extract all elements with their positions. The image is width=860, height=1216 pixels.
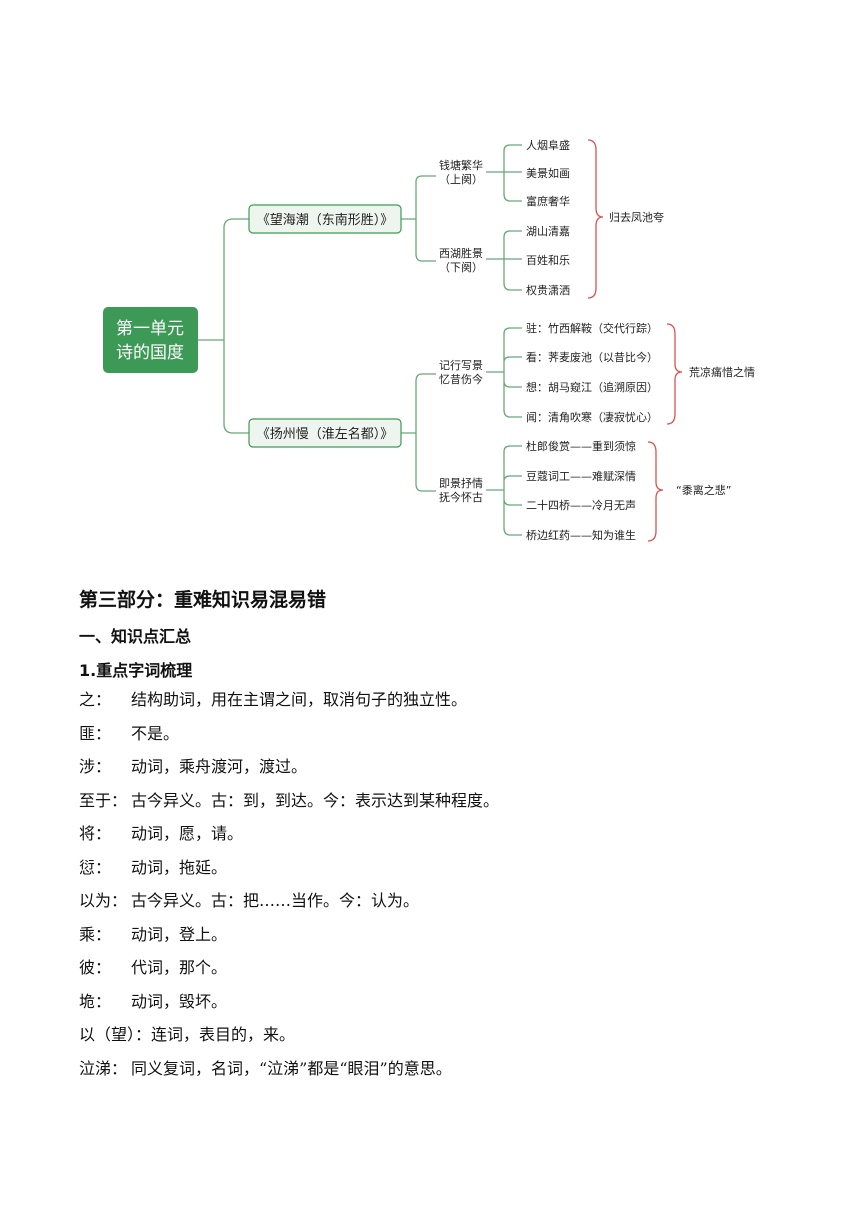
vocab-term: 至于： [79, 790, 128, 810]
leaf: 想：胡马窥江（追溯原因） [526, 380, 658, 394]
vocab-entry: 泣涕：同义复词，名词，“泣涕”都是“眼泪”的意思。 [79, 1052, 779, 1086]
vocab-term: 之： [79, 690, 112, 709]
vocab-definition: 连词，表目的，来。 [151, 1025, 296, 1044]
vocab-definition: 不是。 [131, 723, 180, 743]
vocab-entry: 乘： 动词，登上。 [79, 918, 779, 952]
mind-map-connectors [198, 144, 522, 536]
vocab-term: 以（望）： [79, 1025, 152, 1044]
leaf: 美景如画 [526, 166, 570, 180]
vocab-definition: 结构助词，用在主谓之间，取消句子的独立性。 [131, 690, 468, 709]
leaf: 人烟阜盛 [526, 138, 570, 152]
poem2-branch2-label: 即景抒情抚今怀古 [439, 476, 483, 504]
vocab-term: 彼： [79, 958, 112, 977]
vocab-entry: 之： 结构助词，用在主谓之间，取消句子的独立性。 [79, 683, 779, 717]
root-label-line2: 诗的国度 [116, 343, 184, 363]
summary-poem2-branch1: 荒凉痛惜之情 [689, 365, 755, 379]
vocab-definition: 动词，乘舟渡河，渡过。 [131, 757, 308, 776]
poem2-node [248, 418, 402, 448]
leaf: 杜郎俊赏——重到须惊 [526, 439, 636, 453]
leaf: 闻：清角吹寒（凄寂忧心） [526, 410, 658, 424]
vocab-definition: 动词，愿，请。 [131, 824, 244, 843]
vocab-term: 泣涕： [79, 1058, 128, 1078]
vocab-entry: 涉： 动词，乘舟渡河，渡过。 [79, 750, 779, 784]
root-label-line1: 第一单元 [116, 319, 184, 339]
poem1-branch1-label: 钱塘繁华（上阕） [439, 158, 483, 186]
poem1-branch2-label: 西湖胜景（下阕） [439, 246, 483, 274]
vocab-entry: 以（望）：连词，表目的，来。 [79, 1018, 779, 1052]
vocab-term: 垝： [79, 991, 112, 1011]
leaf: 百姓和乐 [526, 253, 570, 267]
leaf: 看：荠麦废池（以昔比今） [526, 350, 658, 364]
vocab-entry: 以为：古今异义。古：把……当作。今：认为。 [79, 884, 779, 918]
leaf: 驻：竹西解鞍（交代行踪） [526, 321, 658, 335]
leaf: 二十四桥——冷月无声 [526, 498, 636, 512]
mind-map: 第一单元 诗的国度 《望海潮（东南形胜）》 《扬州慢（淮左名都）》 钱塘繁华（上… [103, 138, 755, 542]
subsection-title: 1.重点字词梳理 [79, 661, 193, 680]
root-node [103, 307, 198, 373]
vocab-definition: 同义复词，名词，“泣涕”都是“眼泪”的意思。 [131, 1058, 452, 1078]
vocab-list: 之： 结构助词，用在主谓之间，取消句子的独立性。匪： 不是。涉： 动词，乘舟渡河，渡过… [79, 683, 779, 1085]
summary-poem1: 归去凤池夸 [609, 210, 664, 224]
brace-poem2-branch2 [647, 441, 664, 542]
vocab-definition: 动词，毁坏。 [131, 991, 228, 1011]
poem1-title: 《望海潮（东南形胜）》 [257, 212, 394, 228]
vocab-entry: 愆： 动词，拖延。 [79, 851, 779, 885]
section-title: 一、知识点汇总 [79, 627, 192, 646]
vocab-term: 匪： [79, 723, 112, 743]
leaf: 湖山清嘉 [526, 224, 570, 238]
brace-poem1 [587, 139, 604, 299]
vocab-term: 以为： [79, 891, 128, 910]
summary-poem2-branch2: “黍离之悲” [676, 483, 731, 497]
vocab-term: 涉： [79, 757, 112, 776]
vocab-definition: 古今异义。古：到，到达。今：表示达到某种程度。 [131, 790, 500, 810]
leaf: 富庶奢华 [526, 194, 570, 208]
vocab-definition: 动词，拖延。 [131, 857, 228, 877]
poem2-title: 《扬州慢（淮左名都）》 [257, 426, 394, 442]
vocab-term: 将： [79, 824, 112, 843]
vocab-entry: 垝： 动词，毁坏。 [79, 985, 779, 1019]
poem2-branch1-label: 记行写景忆昔伤今 [439, 359, 483, 386]
vocab-entry: 匪： 不是。 [79, 717, 779, 751]
vocab-definition: 动词，登上。 [131, 924, 228, 944]
leaf: 桥边红药——知为谁生 [526, 528, 636, 542]
brace-poem2-branch1 [666, 323, 683, 425]
document-body: 第三部分：重难知识易混易错 一、知识点汇总 1.重点字词梳理 之： 结构助词，用在… [79, 585, 779, 1085]
vocab-term: 乘： [79, 924, 112, 944]
vocab-definition: 古今异义。古：把……当作。今：认为。 [131, 891, 420, 910]
poem1-node [248, 204, 402, 234]
part-title: 第三部分：重难知识易混易错 [79, 589, 327, 611]
leaf: 豆蔻词工——难赋深情 [526, 470, 636, 483]
vocab-definition: 代词，那个。 [131, 958, 228, 977]
vocab-entry: 至于：古今异义。古：到，到达。今：表示达到某种程度。 [79, 784, 779, 818]
vocab-entry: 彼： 代词，那个。 [79, 951, 779, 985]
vocab-term: 愆： [79, 857, 112, 877]
leaf: 权贵潇洒 [526, 284, 570, 297]
vocab-entry: 将： 动词，愿，请。 [79, 817, 779, 851]
